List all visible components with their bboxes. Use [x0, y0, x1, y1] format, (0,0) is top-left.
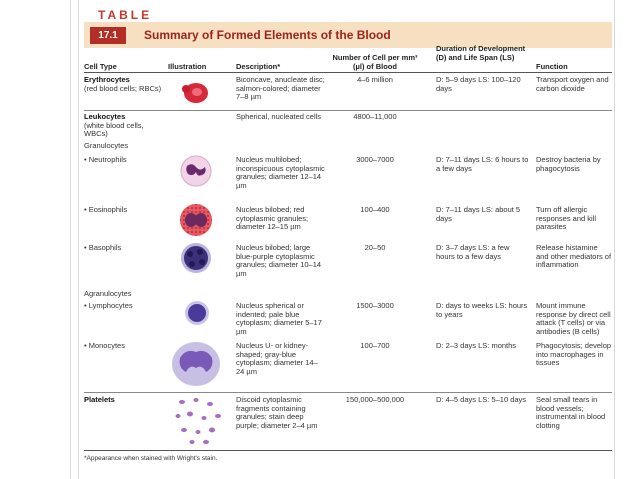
row-lymphocytes-duration: D: days to weeks LS: hours to years — [436, 301, 528, 319]
row-erythrocytes-duration: D: 5–9 days LS: 100–120 days — [436, 75, 521, 93]
row-neutrophils-duration: D: 7–11 days LS: 6 hours to a few days — [436, 155, 529, 173]
row-platelets-type: Platelets — [84, 395, 164, 405]
row-platelets-name: Platelets — [84, 395, 115, 404]
row-erythrocytes-description: Biconcave, anucleate disc; salmon-colore… — [236, 75, 325, 102]
row-basophils-type: • Basophils — [84, 243, 122, 252]
row-leukocytes-description: Spherical, nucleated cells — [236, 112, 322, 121]
row-rule — [84, 110, 612, 111]
row-erythrocytes-function: Transport oxygen and carbon dioxide — [536, 75, 609, 93]
row-leukocytes-type: Leukocytes (white blood cells, WBCs) — [84, 112, 164, 139]
row-lymphocytes-number: 1500–3000 — [356, 301, 394, 310]
header-cell-type: Cell Type — [84, 62, 117, 71]
row-basophils-duration: D: 3–7 days LS: a few hours to a few day… — [436, 243, 510, 261]
row-basophils-function: Release histamine and other mediators of… — [536, 243, 612, 270]
row-leukocytes-number: 4800–11,000 — [353, 112, 397, 121]
group-granulocytes: Granulocytes — [84, 141, 129, 150]
row-platelets-number: 150,000–500,000 — [345, 395, 405, 404]
row-neutrophils-function: Destroy bacteria by phagocytosis — [536, 155, 601, 173]
header-function: Function — [536, 62, 568, 71]
row-leukocytes-sub: (white blood cells, WBCs) — [84, 120, 144, 139]
row-monocytes-description: Nucleus U- or kidney-shaped; gray-blue c… — [236, 341, 318, 376]
neutrophil-illustration — [180, 155, 212, 187]
table-label: TABLE — [98, 8, 153, 22]
monocyte-illustration — [172, 342, 220, 386]
row-eosinophils-function: Turn off allergic responses and kill par… — [536, 205, 597, 232]
row-basophils-number: 20–50 — [364, 243, 386, 252]
basophil-illustration — [181, 243, 211, 273]
row-leukocytes-name: Leukocytes — [84, 112, 126, 121]
header-illustration: Illustration — [168, 62, 207, 71]
left-margin-line — [70, 0, 71, 479]
row-erythrocytes-sub: (red blood cells; RBCs) — [84, 83, 162, 93]
row-monocytes-duration: D: 2–3 days LS: months — [436, 341, 517, 350]
row-rule — [84, 392, 612, 393]
row-lymphocytes-type: • Lymphocytes — [84, 301, 133, 310]
title-band: 17.1 Summary of Formed Elements of the B… — [84, 22, 612, 48]
row-basophils-description: Nucleus bilobed; large blue-purple cytop… — [236, 243, 322, 278]
row-eosinophils-description: Nucleus bilobed; red cytoplasmic granule… — [236, 205, 309, 232]
footer-rule — [84, 450, 612, 451]
row-neutrophils-type: • Neutrophils — [84, 155, 127, 164]
row-lymphocytes-description: Nucleus spherical or indented; pale blue… — [236, 301, 322, 336]
row-monocytes-type: • Monocytes — [84, 341, 125, 350]
footnote: *Appearance when stained with Wright's s… — [84, 455, 218, 462]
header-duration: Duration of Development (D) and Life Spa… — [436, 44, 526, 62]
table-document: TABLE 17.1 Summary of Formed Elements of… — [84, 6, 612, 472]
row-erythrocytes-name: Erythrocytes — [84, 75, 130, 84]
row-platelets-description: Discoid cytoplasmic fragments containing… — [236, 395, 318, 430]
header-description: Description* — [236, 62, 281, 71]
row-neutrophils-description: Nucleus multilobed; inconspicuous cytopl… — [236, 155, 325, 190]
row-monocytes-number: 100–700 — [360, 341, 390, 350]
row-erythrocytes-number: 4–6 million — [357, 75, 393, 84]
row-platelets-duration: D: 4–5 days LS: 5–10 days — [436, 395, 527, 404]
row-eosinophils-type: • Eosinophils — [84, 205, 128, 214]
left-margin-line-inner — [78, 0, 79, 479]
table-title: Summary of Formed Elements of the Blood — [144, 28, 391, 42]
eosinophil-illustration — [180, 204, 212, 236]
lymphocyte-illustration — [185, 301, 209, 325]
platelets-illustration — [175, 398, 221, 444]
erythrocyte-illustration — [182, 83, 208, 103]
row-lymphocytes-function: Mount immune response by direct cell att… — [536, 301, 611, 336]
header-rule — [84, 72, 612, 73]
row-platelets-function: Seal small tears in blood vessels; instr… — [536, 395, 606, 430]
row-eosinophils-duration: D: 7–11 days LS: about 5 days — [436, 205, 521, 223]
header-number: Number of Cell per mm³ (µl) of Blood — [332, 53, 418, 71]
row-neutrophils-number: 3000–7000 — [356, 155, 394, 164]
right-margin-line — [614, 0, 615, 479]
group-agranulocytes: Agranulocytes — [84, 289, 132, 298]
row-eosinophils-number: 100–400 — [360, 205, 390, 214]
table-number: 17.1 — [90, 27, 126, 44]
row-monocytes-function: Phagocytosis; develop into macrophages i… — [536, 341, 612, 368]
row-erythrocytes-type: Erythrocytes (red blood cells; RBCs) — [84, 75, 164, 93]
